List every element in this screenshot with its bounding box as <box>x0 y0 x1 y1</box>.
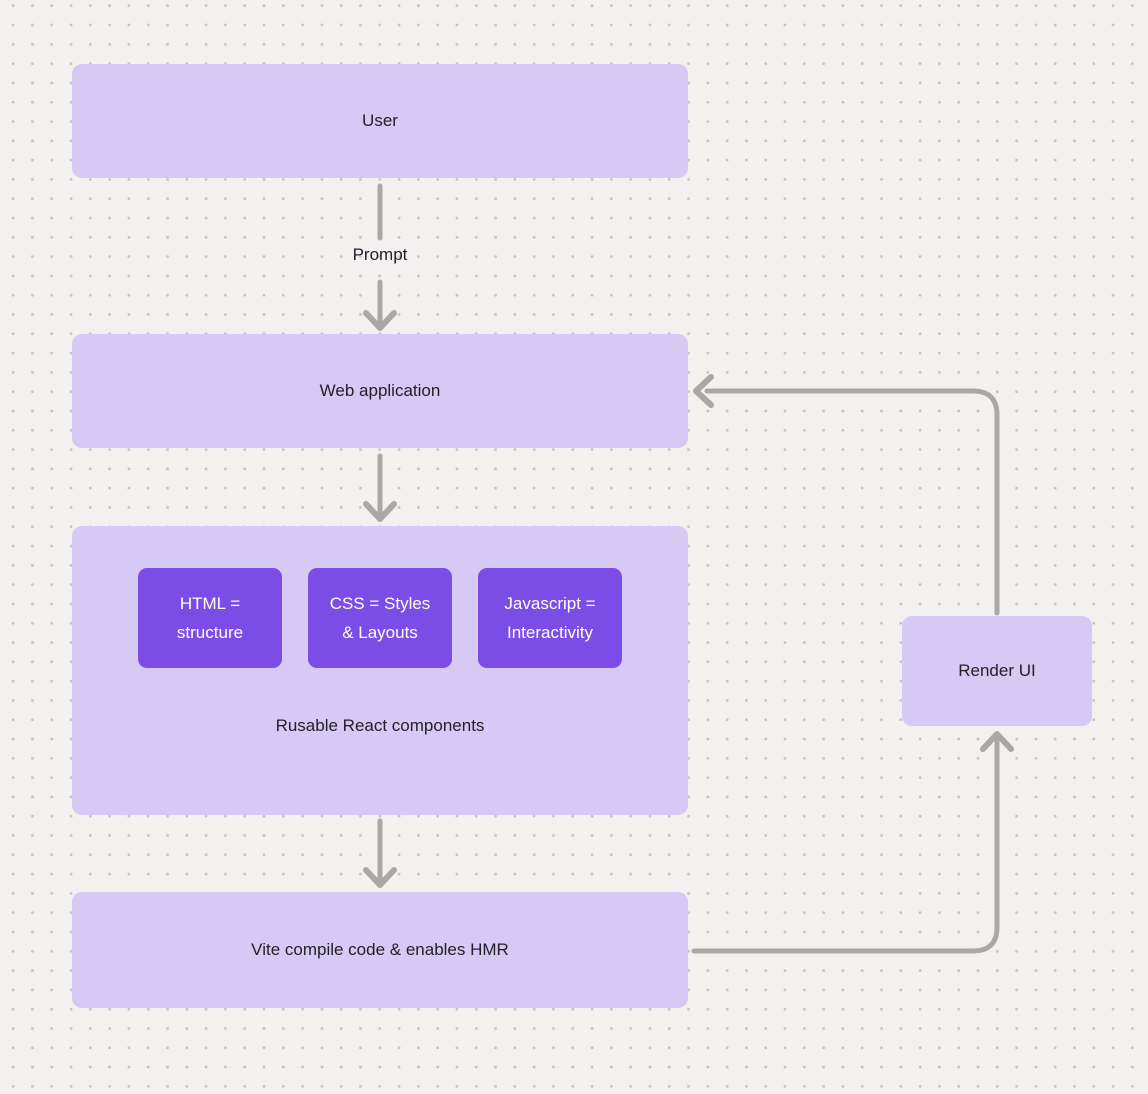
arrow-renderui-to-webapp <box>693 374 1000 616</box>
arrow-components-to-vite <box>363 818 397 888</box>
arrow-shaft <box>691 738 1000 954</box>
node-user: User <box>72 64 688 178</box>
chip-javascript: Javascript = Interactivity <box>478 568 622 668</box>
arrow-down-icon <box>363 867 397 888</box>
node-user-label: User <box>362 111 398 130</box>
components-caption: Rusable React components <box>275 716 485 735</box>
arrow-webapp-to-components <box>363 453 397 522</box>
chip-css: CSS = Styles & Layouts <box>308 568 452 668</box>
arrow-vite-to-renderui <box>691 731 1014 954</box>
node-web-application-label: Web application <box>319 381 441 400</box>
arrow-shaft <box>704 388 1000 616</box>
arrow-up-icon <box>980 731 1014 752</box>
node-render-ui: Render UI <box>902 616 1092 726</box>
node-vite: Vite compile code & enables HMR <box>72 892 688 1008</box>
arrow-left-icon <box>693 374 714 408</box>
prompt-edge-label: Prompt <box>352 245 408 264</box>
node-components-group: HTML = structure CSS = Styles & Layouts … <box>72 526 688 815</box>
node-render-ui-label: Render UI <box>958 661 1036 680</box>
chip-html-label: HTML = structure <box>176 594 244 642</box>
chip-javascript-label: Javascript = Interactivity <box>504 594 596 642</box>
chip-css-label: CSS = Styles & Layouts <box>329 594 431 642</box>
node-web-application: Web application <box>72 334 688 448</box>
arrow-down-icon <box>363 501 397 522</box>
node-vite-label: Vite compile code & enables HMR <box>251 940 509 959</box>
chip-html: HTML = structure <box>138 568 282 668</box>
arrow-down-icon <box>363 310 397 331</box>
